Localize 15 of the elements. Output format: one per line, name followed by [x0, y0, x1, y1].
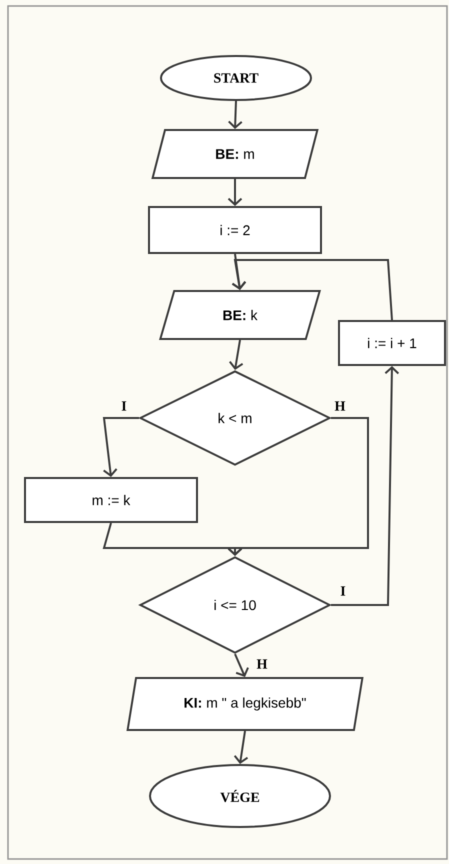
arrow — [234, 654, 249, 677]
process-box: i := i + 1 — [338, 320, 446, 366]
arrow — [228, 100, 242, 129]
arrow — [228, 179, 242, 206]
edge-label: H — [256, 658, 268, 670]
arrow — [229, 340, 244, 370]
arrow — [232, 254, 246, 290]
arrow — [234, 730, 248, 764]
process-box: m := k — [24, 477, 198, 523]
arrow — [102, 417, 139, 477]
arrow — [102, 522, 242, 556]
edge-label: H — [334, 400, 346, 412]
process-box: i := 2 — [148, 206, 322, 254]
arrow — [232, 259, 393, 320]
arrow — [331, 366, 400, 606]
